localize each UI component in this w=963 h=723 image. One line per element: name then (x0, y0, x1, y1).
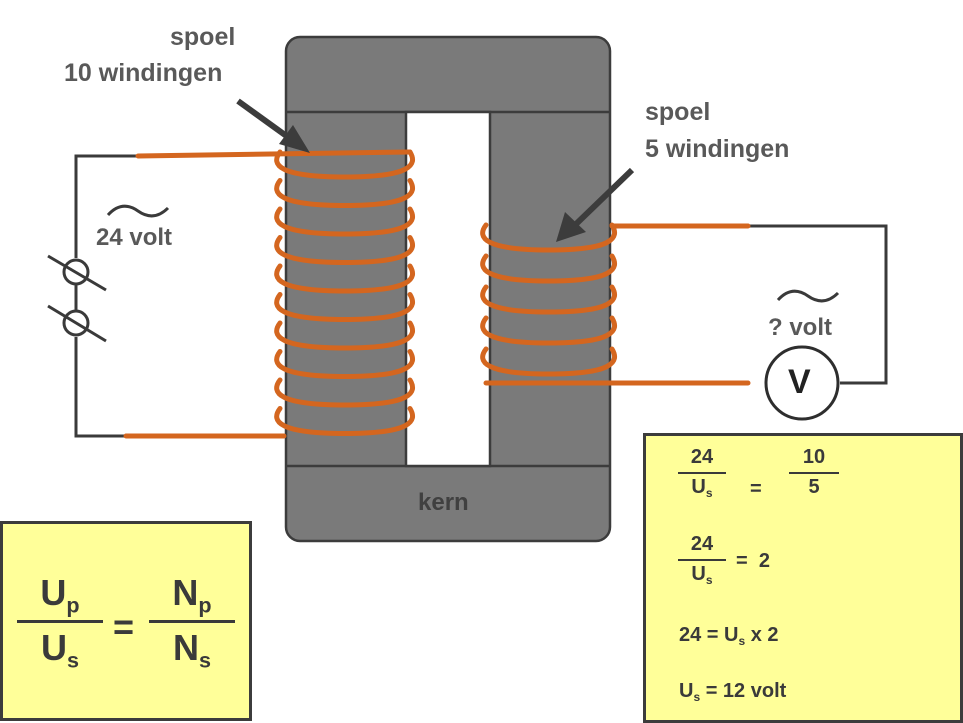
step3-equation: 24 = Us x 2 (679, 624, 779, 649)
secondary-circuit-wire (748, 224, 888, 385)
secondary-coil-winding (480, 222, 618, 253)
primary-coil-label-line1: spoel (170, 23, 236, 51)
formula-box: Up Us = Np Ns (0, 521, 252, 721)
voltmeter-symbol: V (788, 363, 811, 401)
step1-equals: = (750, 478, 762, 500)
denominator-us: Us (40, 627, 79, 673)
tilde-source-icon (106, 204, 170, 218)
primary-coil (274, 149, 416, 437)
secondary-coil-label: spoel (645, 98, 711, 126)
denominator-ns: Ns (172, 627, 211, 673)
voltmeter-icon (764, 345, 840, 421)
step2-rhs: = 2 (736, 550, 770, 572)
primary-coil-winding (274, 178, 416, 209)
arrow-primary-coil (236, 98, 310, 153)
primary-coil-windings-label: 10 windingen (64, 59, 223, 87)
coil-leads (123, 149, 751, 439)
fraction-np-ns: Np Ns (149, 572, 235, 673)
primary-coil-winding (274, 349, 416, 380)
primary-coil-winding (274, 235, 416, 266)
primary-coil-winding (274, 320, 416, 351)
numerator-up: Up (40, 572, 80, 618)
secondary-coil-winding (480, 253, 618, 284)
solution-box: 24 Us = 10 5 24 Us = 2 24 = Us x 2 Us = … (643, 433, 963, 723)
step2-left-fraction: 24 Us (678, 533, 726, 586)
numerator-np: Np (172, 572, 212, 618)
secondary-coil-winding (480, 346, 618, 377)
primary-coil-winding (274, 292, 416, 323)
primary-coil-winding (274, 263, 416, 294)
arrow-secondary-coil (556, 167, 635, 242)
primary-coil-winding (274, 406, 416, 437)
primary-coil-winding (274, 149, 416, 180)
step1-left-fraction: 24 Us (678, 446, 726, 499)
secondary-coil-winding (480, 315, 618, 346)
step1-right-fraction: 10 5 (789, 446, 839, 499)
step4-result: Us = 12 volt (679, 680, 787, 705)
secondary-coil-windings-label: 5 windingen (645, 135, 790, 163)
ac-source-terminal-bottom (47, 304, 107, 343)
primary-coil-label: spoel (170, 22, 235, 53)
tilde-meter-icon (776, 289, 840, 303)
iron-core (284, 35, 612, 543)
primary-coil-winding (274, 206, 416, 237)
secondary-coil-winding (480, 284, 618, 315)
core-label: kern (418, 489, 469, 516)
primary-circuit-wire (74, 154, 138, 438)
source-voltage-label: 24 volt (96, 224, 173, 251)
meter-voltage-label: ? volt (768, 314, 832, 341)
fraction-up-us: Up Us (17, 572, 103, 673)
primary-coil-winding (274, 377, 416, 408)
formula-equals: = (113, 606, 135, 647)
ac-source-terminal-top (47, 254, 107, 292)
secondary-coil (480, 222, 618, 377)
